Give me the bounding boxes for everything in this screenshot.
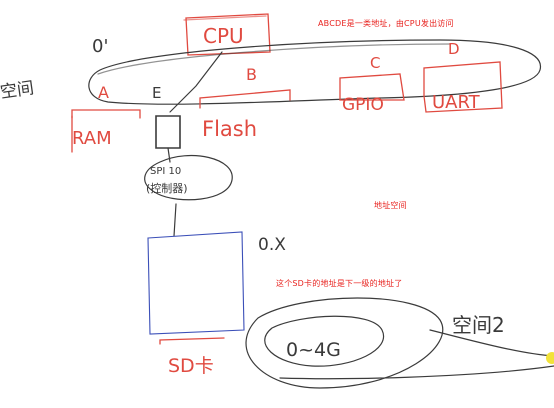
address-space-ellipse — [88, 39, 542, 105]
gpio-label: GPIO — [342, 95, 384, 115]
space-label: 空间 — [0, 78, 35, 103]
spi-box — [155, 115, 181, 149]
annotation-address-space: 地址空间 — [374, 201, 407, 210]
range-label: 0~4G — [286, 339, 341, 361]
cpu-box — [185, 13, 271, 56]
annotation-abcde: ABCDE是一类地址，由CPU发出访问 — [318, 19, 454, 28]
sd-space-ellipse-inner — [264, 315, 385, 367]
sd-card-label: SD卡 — [168, 355, 214, 377]
gpio-bracket — [339, 73, 405, 101]
annotation-sd-address: 这个SD卡的地址是下一级的地址了 — [276, 279, 403, 288]
cpu-to-spi-line — [169, 51, 223, 113]
label-a: A — [98, 83, 109, 102]
flash-bracket — [199, 89, 291, 109]
spi-controller-label: (控制器) — [146, 181, 188, 195]
sd-card-bracket — [159, 337, 225, 345]
pointer-cursor-icon — [546, 352, 554, 364]
zero-x-label: 0.X — [258, 235, 286, 255]
uart-bracket — [423, 61, 503, 113]
label-d: D — [448, 40, 460, 58]
spi-to-sd-line — [167, 147, 177, 237]
sd-card-outline — [147, 231, 245, 335]
spi-controller-ellipse — [144, 155, 233, 201]
ram-bracket — [71, 109, 141, 119]
label-e: E — [152, 84, 161, 102]
label-c: C — [370, 54, 380, 72]
sd-space-ellipse-outer — [245, 297, 444, 389]
zero-prime-label: 0' — [92, 36, 108, 57]
label-b: B — [246, 65, 257, 84]
cpu-label: CPU — [203, 24, 244, 48]
flash-label: Flash — [202, 117, 257, 141]
spi-label: SPI 10 — [150, 166, 181, 177]
uart-label: UART — [432, 92, 481, 113]
space2-arc — [429, 329, 554, 357]
ram-label: RAM — [72, 128, 112, 149]
space2-label: 空间2 — [452, 313, 505, 337]
